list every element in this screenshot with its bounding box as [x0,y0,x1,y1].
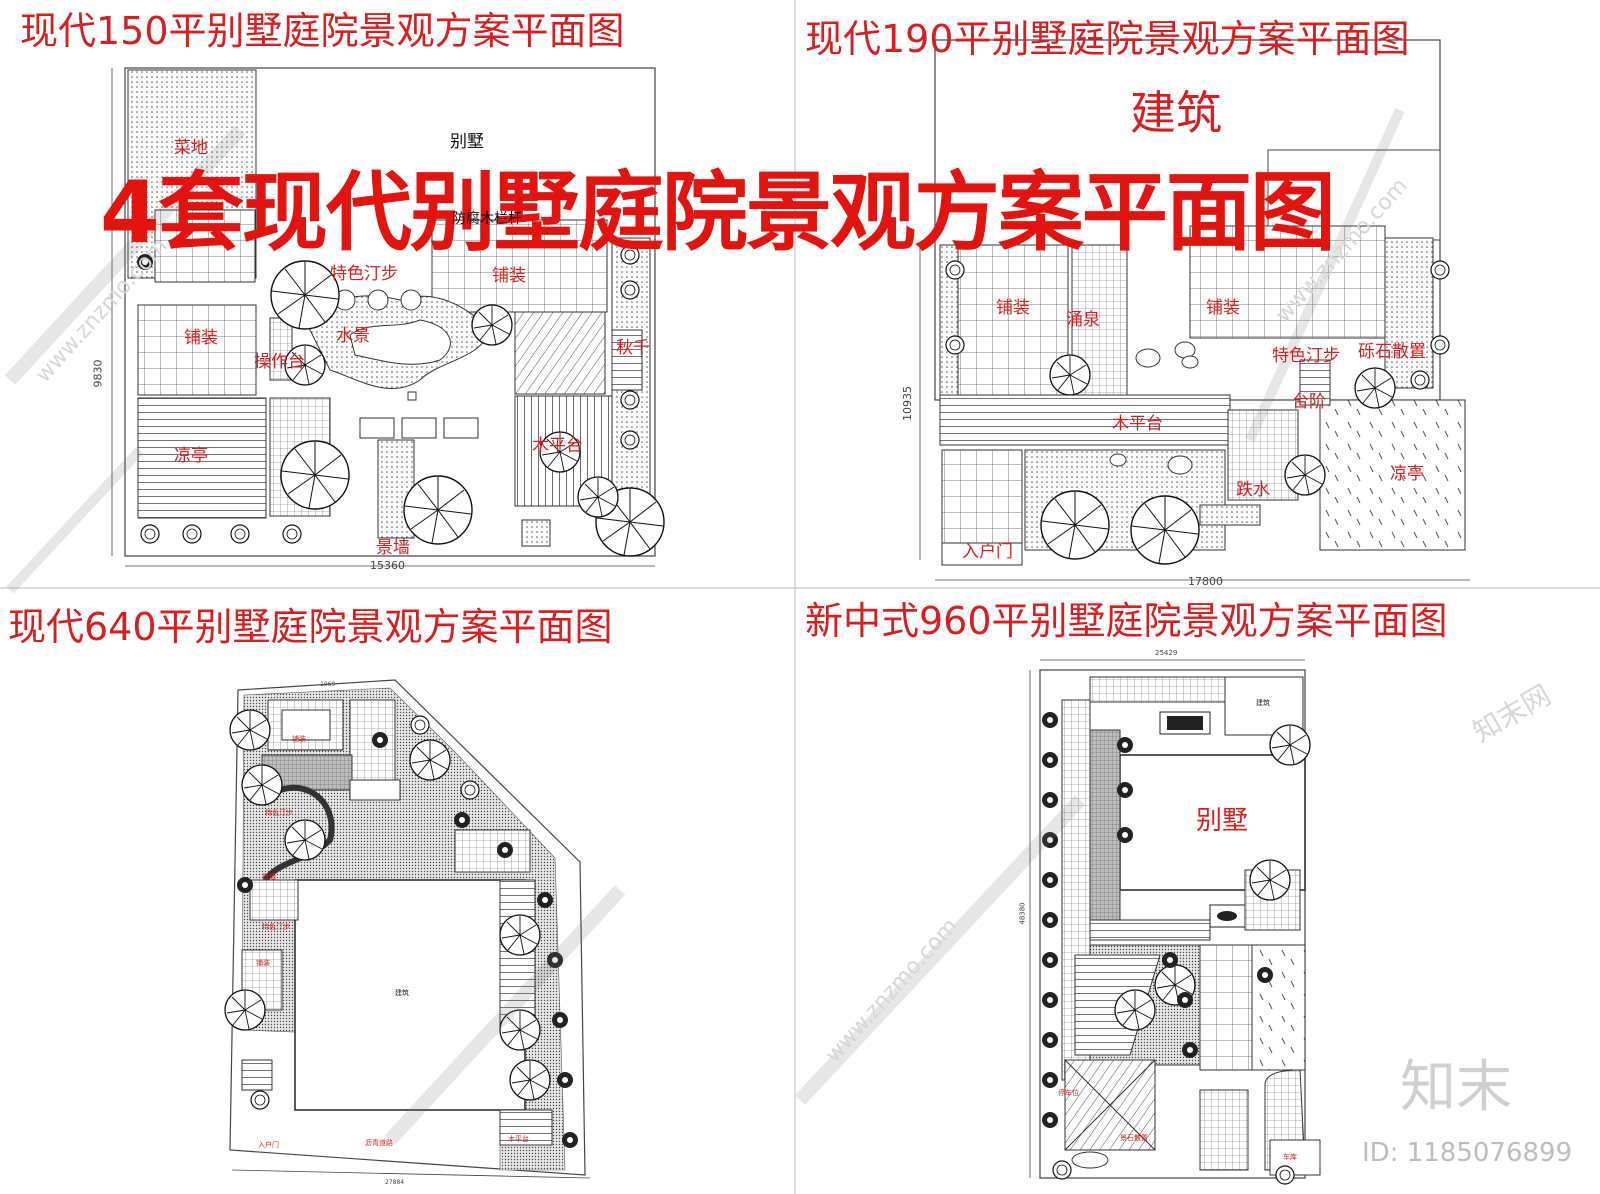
label-wood-deck-2: 木平台 [1112,414,1163,434]
dim-width-2: 17800 [1188,575,1223,588]
label-scattered-rocks: 景石散置 [1120,1134,1148,1142]
brand-logo: 知末 [1400,1055,1512,1120]
plan-960 [1029,659,1321,1185]
label-feature-wall: 景墙 [376,538,410,558]
label-scattered-gravel: 砾石散置 [1358,342,1426,362]
watermark-diagonals [4,107,1405,1145]
label-villa-4: 别墅 [1196,806,1249,836]
label-paving-3b: 铺装 [256,959,270,967]
plan-2-title: 现代190平别墅庭院景观方案平面图 [805,17,1410,61]
label-garage: 车库 [1283,1153,1297,1161]
label-steps: 台阶 [1292,392,1326,412]
label-building-3: 建筑 [395,989,409,997]
label-wood-deck: 木平台 [532,436,583,456]
label-building-4: 建筑 [1256,699,1270,707]
dim-height-2: 10935 [901,386,914,421]
label-stepping-stones-2: 特色汀步 [1272,346,1340,366]
dim-width-1: 15360 [370,559,405,572]
main-title: 4套现代别墅庭院景观方案平面图 [100,163,1336,263]
label-swing: 秋千 [616,338,650,358]
plan-190 [919,39,1470,581]
label-paving-c: 铺装 [996,298,1030,318]
label-stepping-stones-3a: 特色汀步 [265,809,293,817]
plan-1-title: 现代150平别墅庭院景观方案平面图 [20,9,625,53]
plan-4-title: 新中式960平别墅庭院景观方案平面图 [805,599,1448,643]
label-vegetable-plot: 菜地 [174,138,208,158]
label-workbench: 操作台 [254,352,305,372]
label-pavilion: 凉亭 [174,446,208,466]
label-parking: 停车位 [1058,1089,1079,1097]
label-entrance-door-3: 入户门 [258,1141,279,1149]
label-villa: 别墅 [450,132,484,152]
label-building: 建筑 [1130,86,1222,140]
plan-640 [224,679,591,1179]
label-stepping-stones-3b: 特色汀步 [262,923,290,931]
id-label: ID: 1185076899 [1362,1138,1573,1168]
dim-height-1: 9830 [91,359,105,388]
label-water-feature: 水景 [336,326,370,346]
label-paving-3a: 铺装 [292,735,306,743]
label-paving-b: 铺装 [184,328,218,348]
label-wood-deck-3: 木平台 [508,1135,529,1143]
label-wood-railing: 防腐木栏杆 [452,211,522,227]
label-cascade: 跌水 [1236,480,1270,500]
dim-top-3: 1069 [320,681,336,688]
label-stepping-stones: 特色汀步 [330,264,398,284]
label-feature-wall-3: 景墙 [262,873,276,881]
label-paving-a: 铺装 [492,266,526,286]
label-fountain: 涌泉 [1066,310,1100,330]
label-asphalt-road: 沥青道路 [365,1139,393,1147]
label-entrance-door: 入户门 [962,542,1013,562]
plan-3-title: 现代640平别墅庭院景观方案平面图 [8,605,613,649]
dim-width-3: 27884 [385,1179,405,1186]
label-paving-d: 铺装 [1206,298,1240,318]
label-pavilion-2: 凉亭 [1390,464,1424,484]
dim-height-4: 48380 [1018,902,1027,925]
plan-150 [111,67,665,567]
dim-width-4: 25429 [1155,649,1178,657]
